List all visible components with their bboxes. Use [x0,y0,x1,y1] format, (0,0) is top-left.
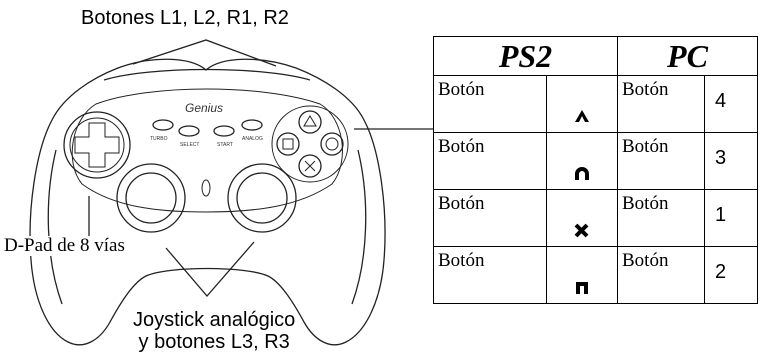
pc-cell: Botón [617,75,705,133]
cross-icon [574,223,589,238]
circle-button [320,132,344,156]
brand-logo: Genius [185,101,223,115]
start-label: START [217,142,233,148]
symbol-cell [546,189,618,247]
start-button [213,125,235,137]
pc-number: 1 [704,189,758,247]
face-buttons-ring [271,105,349,183]
pc-number: 3 [704,132,758,190]
leader-top [132,39,277,67]
dpad-ring [63,111,131,179]
leader-joystick [165,241,255,297]
led-indicator [201,179,211,197]
face-outline [71,88,343,213]
shoulder-buttons-label: Botones L1, L2, R1, R2 [81,7,289,29]
pc-number: 2 [704,246,758,304]
square-icon [576,282,588,294]
pc-cell: Botón [617,189,705,247]
left-joystick-outer [116,163,186,233]
table-row: Botón Botón 3 [433,132,758,190]
table-row: Botón Botón 2 [433,246,758,304]
dpad-cross [74,122,120,168]
analog-button [241,119,263,131]
controller-body [29,58,386,346]
ps2-cell: Botón [433,246,547,304]
ps2-cell: Botón [433,189,547,247]
right-joystick-outer [227,163,297,233]
left-joystick-inner [125,172,177,224]
pc-number: 4 [704,75,758,133]
joystick-label-line1: Joystick analógico [133,309,296,331]
ps2-cell: Botón [433,132,547,190]
controller-inner-left [47,149,63,305]
ps2-cell: Botón [433,75,547,133]
select-button [178,125,200,137]
shoulder-arc [103,68,311,81]
cross-button [298,154,322,178]
select-label: SELECT [180,142,199,148]
table-row: Botón Botón 1 [433,189,758,247]
button-mapping-table: PS2 PC Botón Botón 4 Botón Botón 3 Botón… [433,36,758,304]
header-pc: PC [617,36,758,76]
controller-inner-right [351,149,367,305]
right-joystick-inner [236,172,288,224]
triangle-icon [575,110,589,122]
circle-icon [575,167,589,180]
pc-cell: Botón [617,132,705,190]
symbol-cell [546,75,618,133]
square-button [276,132,300,156]
analog-label: ANALOG [242,136,263,142]
pc-cell: Botón [617,246,705,304]
dpad-label: D-Pad de 8 vías [2,235,127,256]
symbol-cell [546,246,618,304]
symbol-cell [546,132,618,190]
triangle-button [298,110,322,134]
joystick-label-line2: y botones L3, R3 [138,331,290,353]
joystick-label: Joystick analógico y botones L3, R3 [133,309,295,353]
turbo-button [152,119,174,131]
table-row: Botón Botón 4 [433,75,758,133]
table-header-row: PS2 PC [433,36,758,76]
turbo-label: TURBO [150,136,168,142]
header-ps2: PS2 [433,36,618,76]
